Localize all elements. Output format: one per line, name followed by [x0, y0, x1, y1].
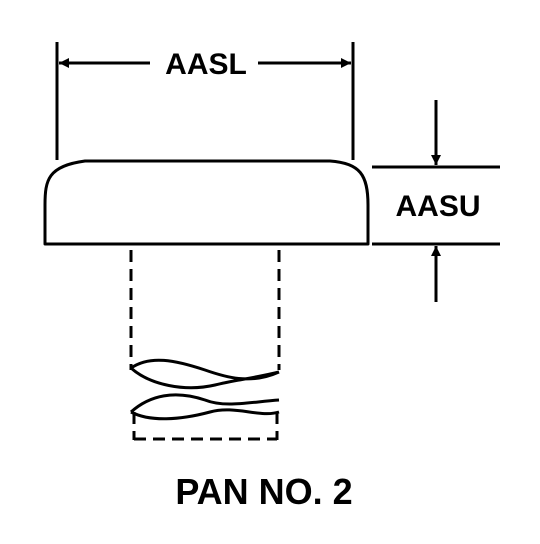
shank	[129, 250, 281, 441]
diagram-title: PAN NO. 2	[175, 471, 352, 512]
height-dimension-label: AASU	[395, 190, 480, 223]
height-dimension: AASU	[372, 100, 500, 302]
break-line-lower	[130, 393, 280, 421]
width-dimension: AASL	[55, 42, 355, 160]
width-dimension-label: AASL	[165, 48, 247, 81]
pan-head-outline	[43, 159, 370, 246]
break-line-upper	[130, 358, 280, 390]
